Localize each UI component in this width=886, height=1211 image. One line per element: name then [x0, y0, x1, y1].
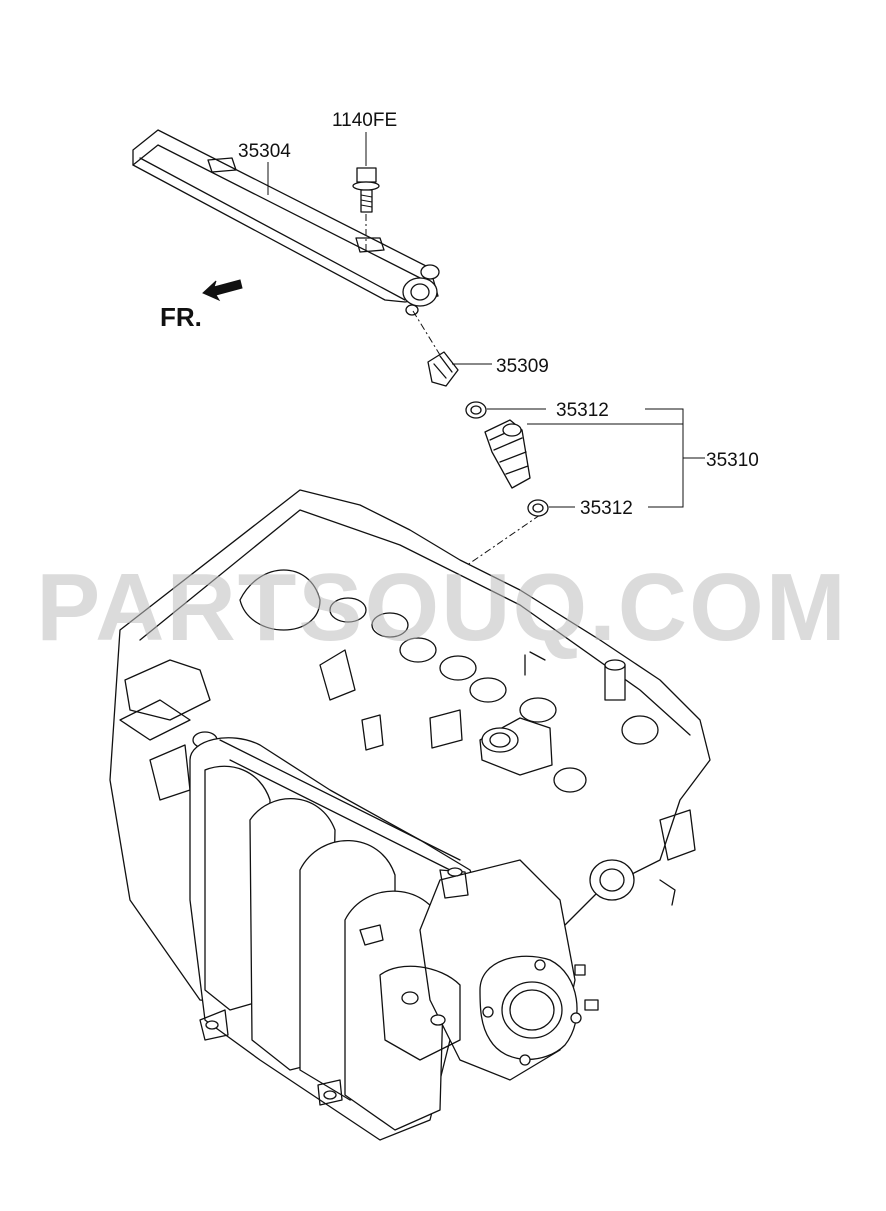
label-bolt[interactable]: 1140FE	[332, 110, 397, 131]
fuel-injector[interactable]	[484, 419, 531, 489]
label-oring-upper[interactable]: 35312	[556, 400, 609, 421]
throttle-body	[359, 859, 676, 1081]
intake-manifold	[189, 737, 481, 1141]
front-arrow-icon	[202, 279, 243, 302]
fuel-rail[interactable]	[132, 129, 440, 316]
front-label: FR.	[160, 302, 202, 332]
label-clip[interactable]: 35309	[496, 356, 549, 377]
flange-bolt[interactable]	[352, 167, 380, 213]
o-ring-upper[interactable]	[465, 401, 487, 419]
label-oring-lower[interactable]: 35312	[580, 498, 633, 519]
assembly-dash-rail-to-clip	[412, 310, 441, 356]
leader-injector	[527, 408, 705, 508]
label-injector-assy[interactable]: 35310	[706, 450, 759, 471]
front-indicator: FR.	[160, 279, 243, 332]
label-fuel-rail[interactable]: 35304	[238, 141, 291, 162]
injector-clip[interactable]	[427, 351, 459, 387]
o-ring-lower[interactable]	[527, 499, 549, 517]
watermark: PARTSOUQ.COM	[36, 554, 848, 661]
